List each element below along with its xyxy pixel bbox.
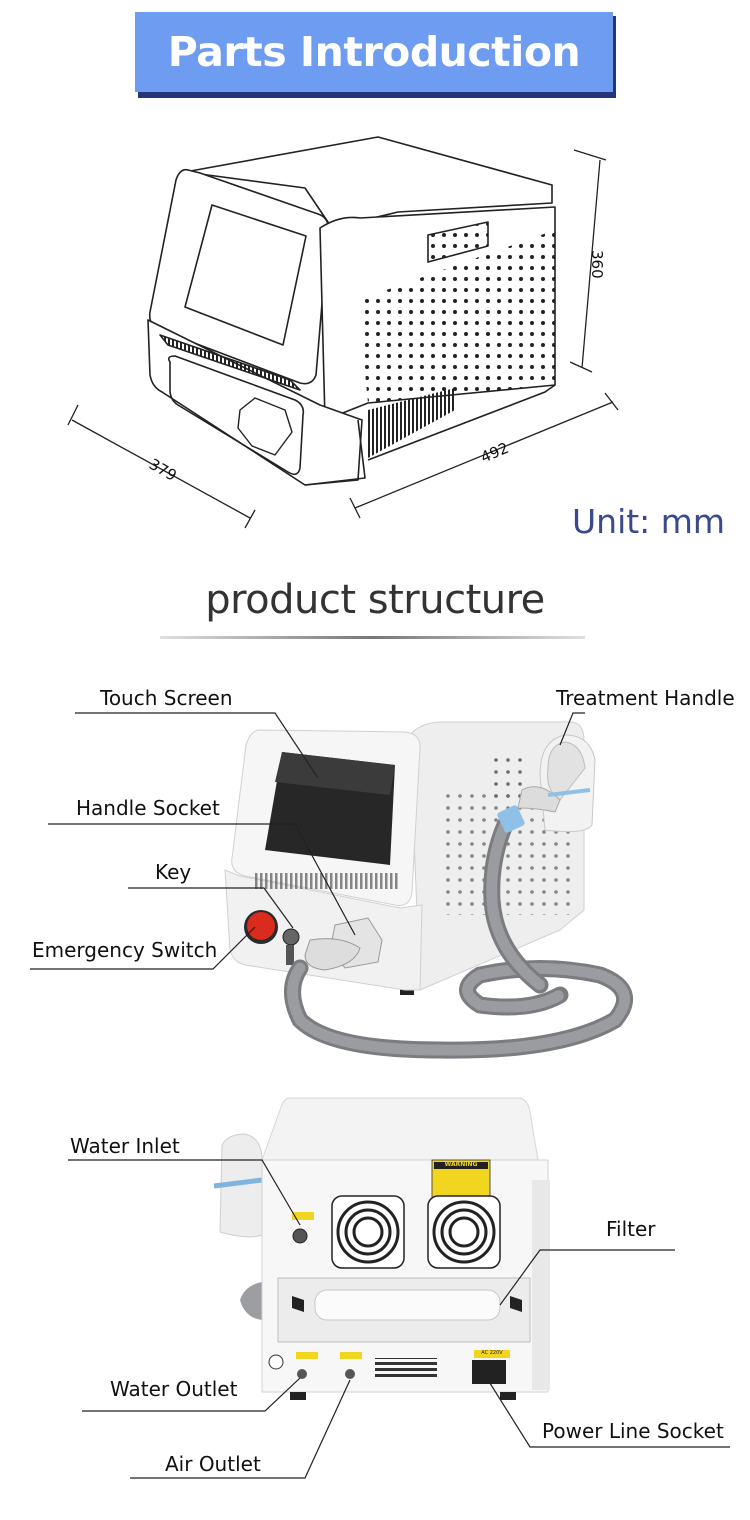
unit-label: Unit: mm bbox=[572, 502, 726, 541]
page-title: Parts Introduction bbox=[167, 28, 581, 76]
label-water-inlet: Water Inlet bbox=[70, 1134, 180, 1158]
ac-label-text: AC 220V bbox=[481, 1350, 503, 1356]
section-divider bbox=[160, 636, 585, 639]
label-filter: Filter bbox=[606, 1217, 656, 1241]
device-line-drawing bbox=[67, 136, 619, 529]
title-banner bbox=[135, 12, 613, 92]
label-treatment-handle: Treatment Handle bbox=[556, 686, 735, 710]
label-air-outlet: Air Outlet bbox=[165, 1452, 261, 1476]
label-touch-screen: Touch Screen bbox=[100, 686, 233, 710]
front-view-illustration bbox=[30, 712, 633, 1059]
section-title: product structure bbox=[205, 577, 545, 623]
warning-label-text: WARNING bbox=[444, 1161, 478, 1168]
label-emergency-switch: Emergency Switch bbox=[32, 938, 218, 962]
label-power-line-socket: Power Line Socket bbox=[542, 1419, 724, 1443]
label-key: Key bbox=[155, 860, 192, 884]
label-handle-socket: Handle Socket bbox=[76, 796, 220, 820]
label-water-outlet: Water Outlet bbox=[110, 1377, 238, 1401]
